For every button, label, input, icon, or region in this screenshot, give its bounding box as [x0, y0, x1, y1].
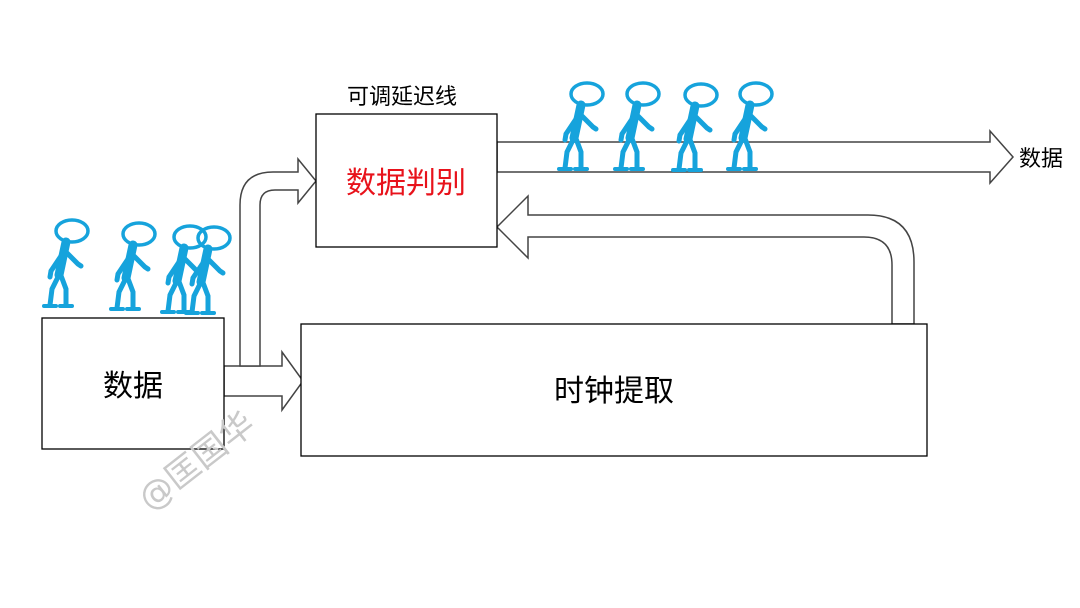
data-box — [41, 317, 225, 450]
delay-line-box — [315, 113, 498, 248]
stick-figure — [44, 220, 88, 306]
clock-box-label: 时钟提取 — [554, 374, 674, 409]
waiting-figure-group — [44, 220, 230, 313]
delay-line-label: 数据判别 — [346, 166, 466, 201]
data-to-delay-arrow — [239, 156, 317, 367]
data-to-clock-arrow — [223, 349, 304, 413]
data-box-label: 数据 — [103, 369, 163, 404]
output-data-label: 数据 — [1019, 147, 1063, 172]
clock-feedback-arrow — [495, 194, 915, 325]
delay-line-caption: 可调延迟线 — [347, 85, 457, 110]
clock-recovery-box — [300, 323, 928, 457]
stick-figure — [111, 223, 155, 309]
